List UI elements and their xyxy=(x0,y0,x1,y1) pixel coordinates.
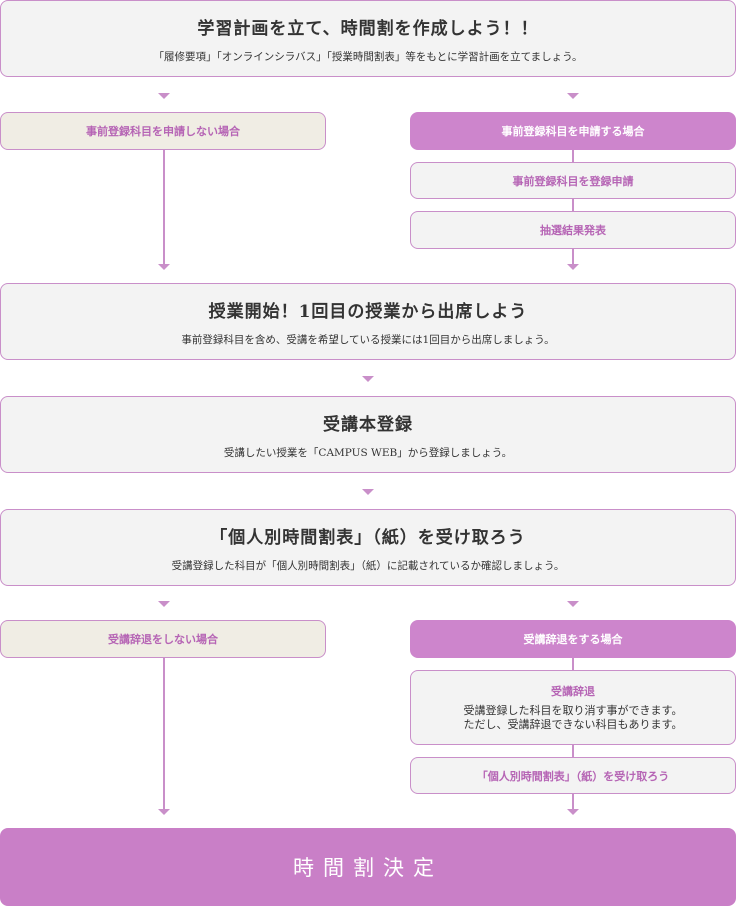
arrow-down-icon xyxy=(158,93,170,99)
final-timetable-decided: 時間割決定 xyxy=(0,828,736,906)
withdrawal-detail: 受講辞退 受講登録した科目を取り消す事ができます。 ただし、受講辞退できない科目… xyxy=(410,670,736,745)
preregistration-apply-step: 事前登録科目を登録申請 xyxy=(410,162,736,199)
arrow-down-icon xyxy=(362,376,374,382)
branch-preregistration: 事前登録科目を申請する場合 xyxy=(410,112,736,150)
flow-line xyxy=(572,745,574,757)
lottery-result-label: 抽選結果発表 xyxy=(540,224,606,237)
arrow-down-icon xyxy=(567,601,579,607)
arrow-down-icon xyxy=(362,489,374,495)
step-registration: 受講本登録 受講したい授業を「CAMPUS WEB」から登録しましょう。 xyxy=(0,396,736,473)
step-class-start-description: 事前登録科目を含め、受講を希望している授業には1回目から出席しましょう。 xyxy=(181,333,555,346)
branch-withdrawal-label: 受講辞退をする場合 xyxy=(523,633,623,646)
lottery-result-step: 抽選結果発表 xyxy=(410,211,736,249)
arrow-down-icon xyxy=(158,809,170,815)
final-label: 時間割決定 xyxy=(293,856,443,880)
step-class-start: 授業開始！1回目の授業から出席しよう 事前登録科目を含め、受講を希望している授業… xyxy=(0,283,736,360)
branch-no-withdrawal-label: 受講辞退をしない場合 xyxy=(108,633,218,646)
branch-withdrawal: 受講辞退をする場合 xyxy=(410,620,736,658)
step-class-start-title: 授業開始！1回目の授業から出席しよう xyxy=(208,301,528,322)
arrow-down-icon xyxy=(567,264,579,270)
withdrawal-detail-line-2: ただし、受講辞退できない科目もあります。 xyxy=(463,718,683,731)
arrow-down-icon xyxy=(158,601,170,607)
branch-no-preregistration: 事前登録科目を申請しない場合 xyxy=(0,112,326,150)
receive-timetable-label: 「個人別時間割表」（紙）を受け取ろう xyxy=(476,769,670,783)
flow-line xyxy=(163,150,165,264)
step-plan-title: 学習計画を立て、時間割を作成しよう！！ xyxy=(197,18,539,39)
arrow-down-icon xyxy=(158,264,170,270)
arrow-down-icon xyxy=(567,809,579,815)
flow-line xyxy=(163,658,165,809)
branch-preregistration-label: 事前登録科目を申請する場合 xyxy=(501,125,645,138)
step-registration-description: 受講したい授業を「CAMPUS WEB」から登録しましょう。 xyxy=(223,446,513,459)
step-receive-timetable-title: 「個人別時間割表」（紙）を受け取ろう xyxy=(210,527,526,548)
flow-line xyxy=(572,249,574,264)
step-receive-timetable-description: 受講登録した科目が「個人別時間割表」（紙）に記載されているか確認しましょう。 xyxy=(171,559,565,572)
withdrawal-detail-line-1: 受講登録した科目を取り消す事ができます。 xyxy=(463,704,683,717)
branch-no-withdrawal: 受講辞退をしない場合 xyxy=(0,620,326,658)
withdrawal-detail-title: 受講辞退 xyxy=(551,685,595,698)
step-registration-title: 受講本登録 xyxy=(323,414,413,435)
flow-line xyxy=(572,150,574,162)
branch-no-preregistration-label: 事前登録科目を申請しない場合 xyxy=(86,125,240,138)
flow-line xyxy=(572,658,574,670)
preregistration-apply-label: 事前登録科目を登録申請 xyxy=(512,174,634,188)
flow-line xyxy=(572,199,574,211)
step-plan-description: 「履修要項」「オンラインシラバス」「授業時間割表」等をもとに学習計画を立てましょ… xyxy=(153,50,583,63)
flow-line xyxy=(572,794,574,809)
step-receive-timetable: 「個人別時間割表」（紙）を受け取ろう 受講登録した科目が「個人別時間割表」（紙）… xyxy=(0,509,736,586)
arrow-down-icon xyxy=(567,93,579,99)
receive-timetable-step: 「個人別時間割表」（紙）を受け取ろう xyxy=(410,757,736,794)
step-plan-timetable: 学習計画を立て、時間割を作成しよう！！ 「履修要項」「オンラインシラバス」「授業… xyxy=(0,0,736,77)
